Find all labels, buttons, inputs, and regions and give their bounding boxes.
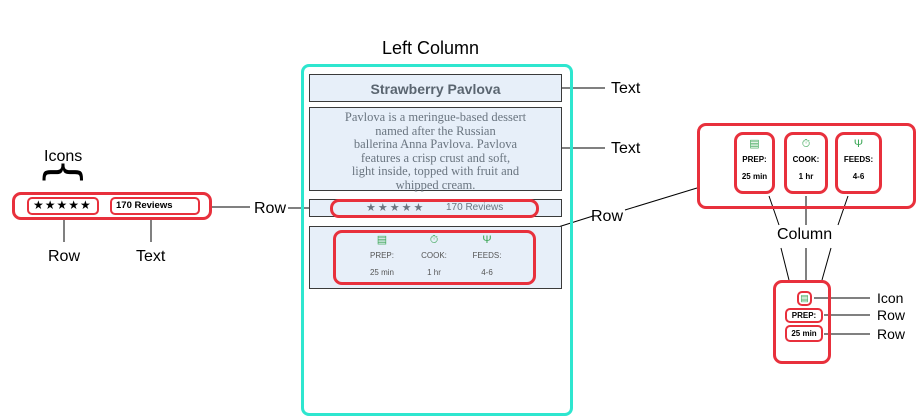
stat-value: 25 min xyxy=(741,172,768,181)
annotation-column: Column xyxy=(777,226,833,243)
stat-column-cook: ⏱ COOK: 1 hr xyxy=(406,234,462,278)
right-stat-column-cook xyxy=(784,132,828,194)
right-stats-row-highlight xyxy=(697,123,916,209)
annotation-icons: Icons xyxy=(44,148,83,165)
star-rating: ★★★★★ xyxy=(366,202,426,214)
stats-panel xyxy=(309,226,562,289)
stat-label: COOK: xyxy=(421,251,447,260)
left-star-rating: ★★★★★ xyxy=(33,198,92,212)
single-column-highlight xyxy=(773,280,831,364)
stat-column-feeds: Ψ FEEDS: 4-6 xyxy=(459,234,515,278)
left-reviews-count: 170 Reviews xyxy=(116,200,173,211)
stat-value: 25 min xyxy=(791,329,817,338)
utensils-icon: Ψ xyxy=(853,138,864,150)
recipe-description-line: Pavlova is a meringue-based dessert xyxy=(344,110,527,124)
stat-value: 4-6 xyxy=(481,268,493,277)
single-icon-highlight xyxy=(797,291,812,306)
recipe-title: Strawberry Pavlova xyxy=(370,81,501,97)
right-stat-column-feeds xyxy=(835,132,882,194)
single-value-highlight xyxy=(785,325,823,342)
right-prep-content: ▤ PREP: 25 min xyxy=(734,138,775,182)
single-label-highlight xyxy=(785,308,823,323)
stat-label: PREP: xyxy=(369,251,394,260)
right-cook-content: ⏱ COOK: 1 hr xyxy=(784,138,828,182)
recipe-description-line: ballerina Anna Pavlova. Pavlova xyxy=(353,137,518,151)
annotation-text-left: Text xyxy=(136,248,166,265)
icons-group-highlight xyxy=(27,197,99,215)
stat-value: 4-6 xyxy=(852,172,865,181)
annotation-text-description: Text xyxy=(611,140,641,157)
stat-value: 1 hr xyxy=(798,172,814,181)
stat-label: COOK: xyxy=(792,155,820,164)
annotation-row-b: Row xyxy=(877,326,906,342)
recipe-description-line: features a crisp crust and soft, xyxy=(360,150,511,165)
stat-column-prep: ▤ PREP: 25 min xyxy=(354,234,410,278)
stat-label: FEEDS: xyxy=(472,251,502,260)
timer-icon: ⏱ xyxy=(429,234,439,246)
stat-value: 1 hr xyxy=(427,268,441,277)
annotation-row-reviews: Row xyxy=(254,200,287,217)
annotation-row-left: Row xyxy=(48,248,81,265)
annotation-text-title: Text xyxy=(611,80,641,97)
stats-row-highlight xyxy=(333,230,536,285)
utensils-icon: Ψ xyxy=(482,234,492,246)
right-stat-column-prep xyxy=(734,132,775,194)
reviews-row-highlight xyxy=(330,199,539,218)
annotation-row-a: Row xyxy=(877,307,906,323)
recipe-description-line: light inside, topped with fruit and xyxy=(351,164,520,178)
stat-value: 25 min xyxy=(369,268,394,277)
annotation-icon: Icon xyxy=(877,290,904,306)
stat-label: PREP: xyxy=(742,155,767,164)
stat-label: FEEDS: xyxy=(843,155,874,164)
recipe-description-panel: Pavlova is a meringue-based dessert name… xyxy=(309,107,562,191)
stat-label: PREP: xyxy=(791,311,817,320)
left-row-highlight xyxy=(12,192,212,220)
reviews-count: 170 Reviews xyxy=(446,202,504,213)
prep-icon: ▤ xyxy=(800,293,809,303)
recipe-description-line: named after the Russian xyxy=(375,123,496,138)
right-feeds-content: Ψ FEEDS: 4-6 xyxy=(835,138,882,182)
recipe-description-line: whipped cream. xyxy=(395,177,476,192)
left-column-label: Left Column xyxy=(382,38,480,58)
prep-icon: ▤ xyxy=(749,138,760,150)
annotation-row-stats: Row xyxy=(591,208,624,225)
timer-icon: ⏱ xyxy=(801,138,811,150)
reviews-text-highlight xyxy=(110,197,200,215)
recipe-title-panel: Strawberry Pavlova xyxy=(309,74,562,102)
prep-icon: ▤ xyxy=(376,234,388,246)
left-column-frame xyxy=(301,64,573,416)
